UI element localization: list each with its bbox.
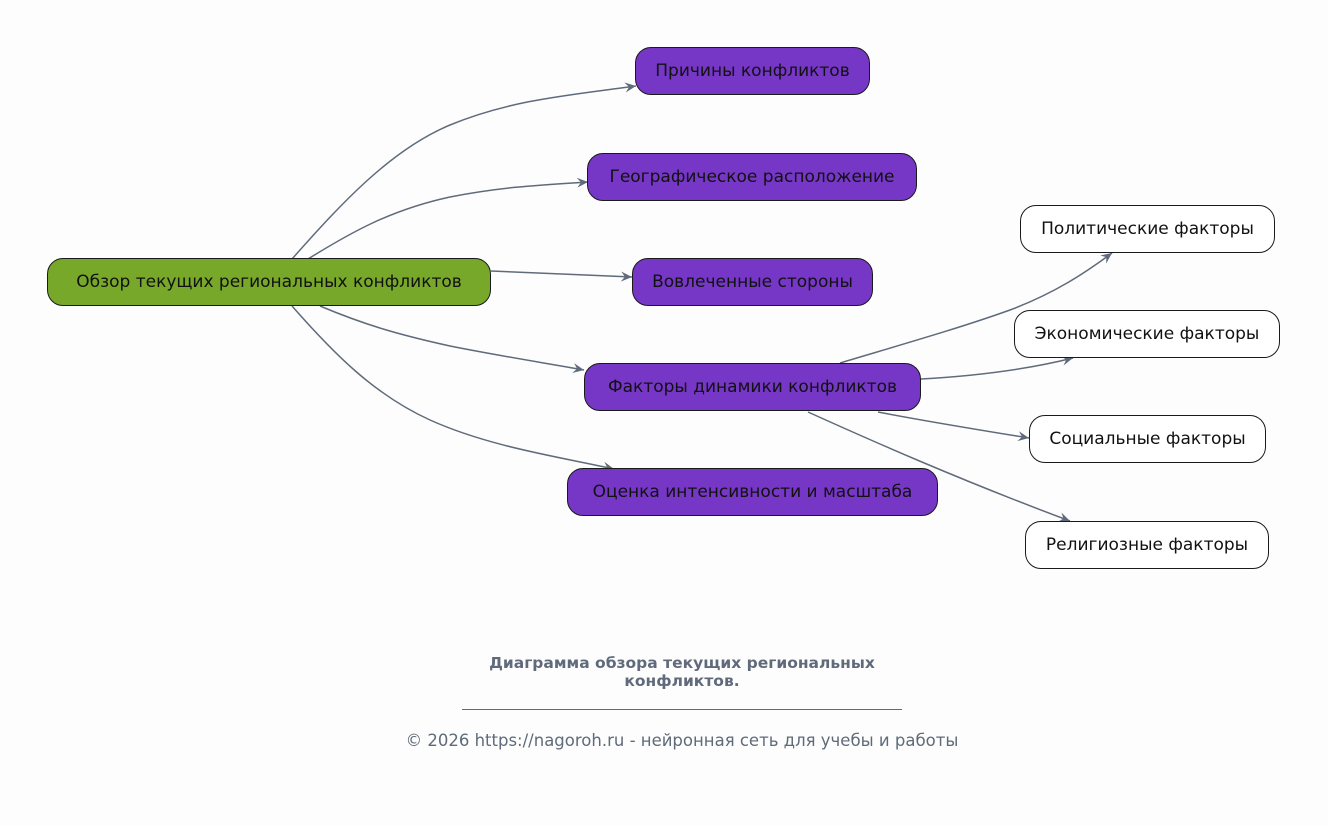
edge-dynamics-religious bbox=[807, 411, 1071, 522]
edge-root-geo bbox=[307, 177, 589, 260]
diagram-caption: Диаграмма обзора текущих региональных ко… bbox=[489, 654, 875, 690]
node-label: Географическое расположение bbox=[609, 167, 895, 187]
node-label: Политические факторы bbox=[1041, 219, 1254, 239]
node-geo[interactable]: Географическое расположение bbox=[587, 153, 917, 201]
node-economic[interactable]: Экономические факторы bbox=[1014, 310, 1280, 358]
node-political[interactable]: Политические факторы bbox=[1020, 205, 1275, 253]
edge-dynamics-social bbox=[877, 411, 1030, 442]
edge-dynamics-economic bbox=[920, 355, 1074, 380]
node-label: Оценка интенсивности и масштаба bbox=[592, 482, 913, 502]
node-label: Экономические факторы bbox=[1034, 324, 1260, 344]
node-label: Факторы динамики конфликтов bbox=[608, 377, 897, 397]
footer-copyright: © 2026 https://nagoroh.ru - нейронная се… bbox=[405, 731, 959, 750]
edge-root-dynamics bbox=[319, 305, 585, 373]
node-intensity[interactable]: Оценка интенсивности и масштаба bbox=[567, 468, 938, 516]
node-label: Вовлеченные стороны bbox=[652, 272, 853, 292]
caption-divider bbox=[462, 709, 902, 710]
edge-dynamics-political bbox=[839, 252, 1113, 364]
node-label: Причины конфликтов bbox=[655, 61, 850, 81]
root-node[interactable]: Обзор текущих региональных конфликтов bbox=[47, 258, 491, 306]
node-label: Религиозные факторы bbox=[1045, 535, 1249, 555]
node-parties[interactable]: Вовлеченные стороны bbox=[632, 258, 873, 306]
node-dynamics[interactable]: Факторы динамики конфликтов bbox=[584, 363, 921, 411]
node-causes[interactable]: Причины конфликтов bbox=[635, 47, 870, 95]
node-label: Социальные факторы bbox=[1049, 429, 1246, 449]
edge-root-causes bbox=[291, 82, 637, 260]
edge-root-intensity bbox=[291, 305, 615, 472]
root-node-label: Обзор текущих региональных конфликтов bbox=[76, 272, 462, 292]
node-social[interactable]: Социальные факторы bbox=[1029, 415, 1266, 463]
node-religious[interactable]: Религиозные факторы bbox=[1025, 521, 1269, 569]
edge-root-parties bbox=[490, 270, 633, 282]
